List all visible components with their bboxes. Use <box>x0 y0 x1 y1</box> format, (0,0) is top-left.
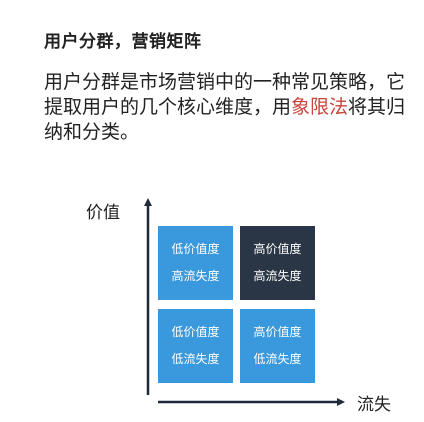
quadrant-value-label: 高价值度 <box>253 242 302 256</box>
quadrant-value-label: 高价值度 <box>253 325 302 339</box>
highlight-term: 象限法 <box>291 96 349 118</box>
intro-text-end: 将其归纳和分类。 <box>44 96 406 143</box>
intro-text: 用户分群是市场营销中的一种常见策略，它提取用户的几个核心维度，用 <box>44 71 406 118</box>
quadrant-churn-label: 低流失度 <box>171 352 220 366</box>
quadrant-low-value-high-churn: 低价值度 高流失度 <box>158 226 233 300</box>
quadrant-low-value-low-churn: 低价值度 低流失度 <box>158 309 233 383</box>
quadrant-churn-label: 高流失度 <box>253 269 302 283</box>
quadrant-churn-label: 低流失度 <box>253 352 302 366</box>
quadrant-churn-label: 高流失度 <box>171 269 220 283</box>
x-axis-label: 流失 <box>357 395 391 415</box>
page-title: 用户分群，营销矩阵 <box>44 32 202 52</box>
y-axis-label: 价值 <box>86 203 120 223</box>
quadrant-high-value-high-churn: 高价值度 高流失度 <box>240 226 315 300</box>
quadrant-high-value-low-churn: 高价值度 低流失度 <box>240 309 315 383</box>
quadrant-value-label: 低价值度 <box>171 325 220 339</box>
quadrant-value-label: 低价值度 <box>171 242 220 256</box>
intro-paragraph: 用户分群是市场营销中的一种常见策略，它提取用户的几个核心维度，用象限法将其归纳和… <box>44 70 416 145</box>
